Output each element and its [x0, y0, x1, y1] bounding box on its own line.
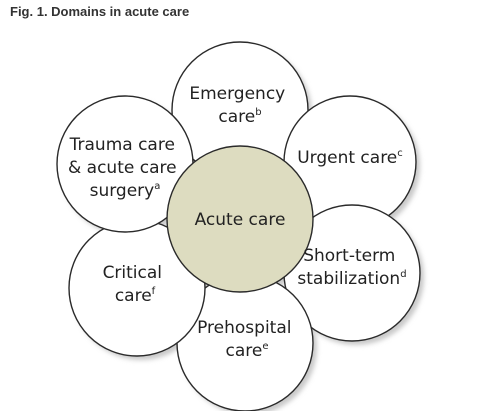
- circle-acute-care: [166, 145, 314, 293]
- domain-circles: [56, 41, 421, 411]
- center-label: Acute care: [195, 210, 286, 230]
- label-prehospital-care: Prehospital caree: [197, 318, 297, 361]
- figure-title: Fig. 1. Domains in acute care: [10, 4, 190, 19]
- label-emergency-care: Emergency careb: [189, 84, 290, 127]
- label-urgent-care: Urgent carec: [297, 148, 403, 168]
- label-critical-care: Critical caref: [103, 263, 168, 306]
- label-short-term-stabilization: Short-term stabilizationd: [297, 246, 406, 289]
- label-trauma-acute-care-surgery: Trauma care & acute care surgerya: [68, 135, 182, 201]
